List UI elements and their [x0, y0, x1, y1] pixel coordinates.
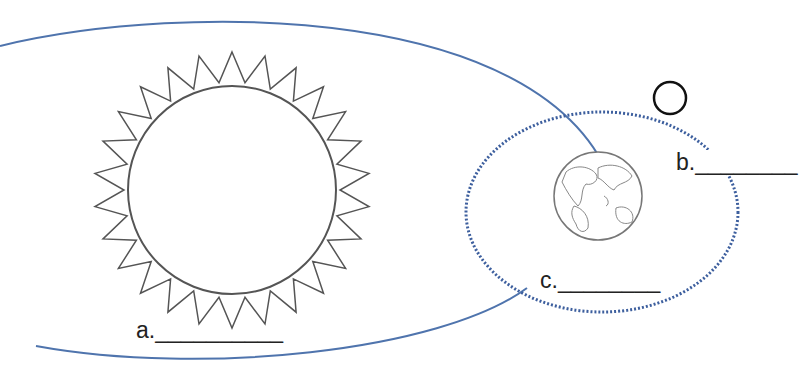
sun-disc [128, 86, 336, 294]
sun-rays [95, 52, 369, 328]
blank-label: b.________ [674, 150, 800, 175]
blank-label: a.__________ [134, 318, 285, 343]
moon [654, 82, 686, 114]
blank-label: c.________ [538, 268, 662, 293]
earth [554, 152, 642, 240]
sun [95, 52, 369, 328]
moon-orbit [466, 112, 738, 312]
